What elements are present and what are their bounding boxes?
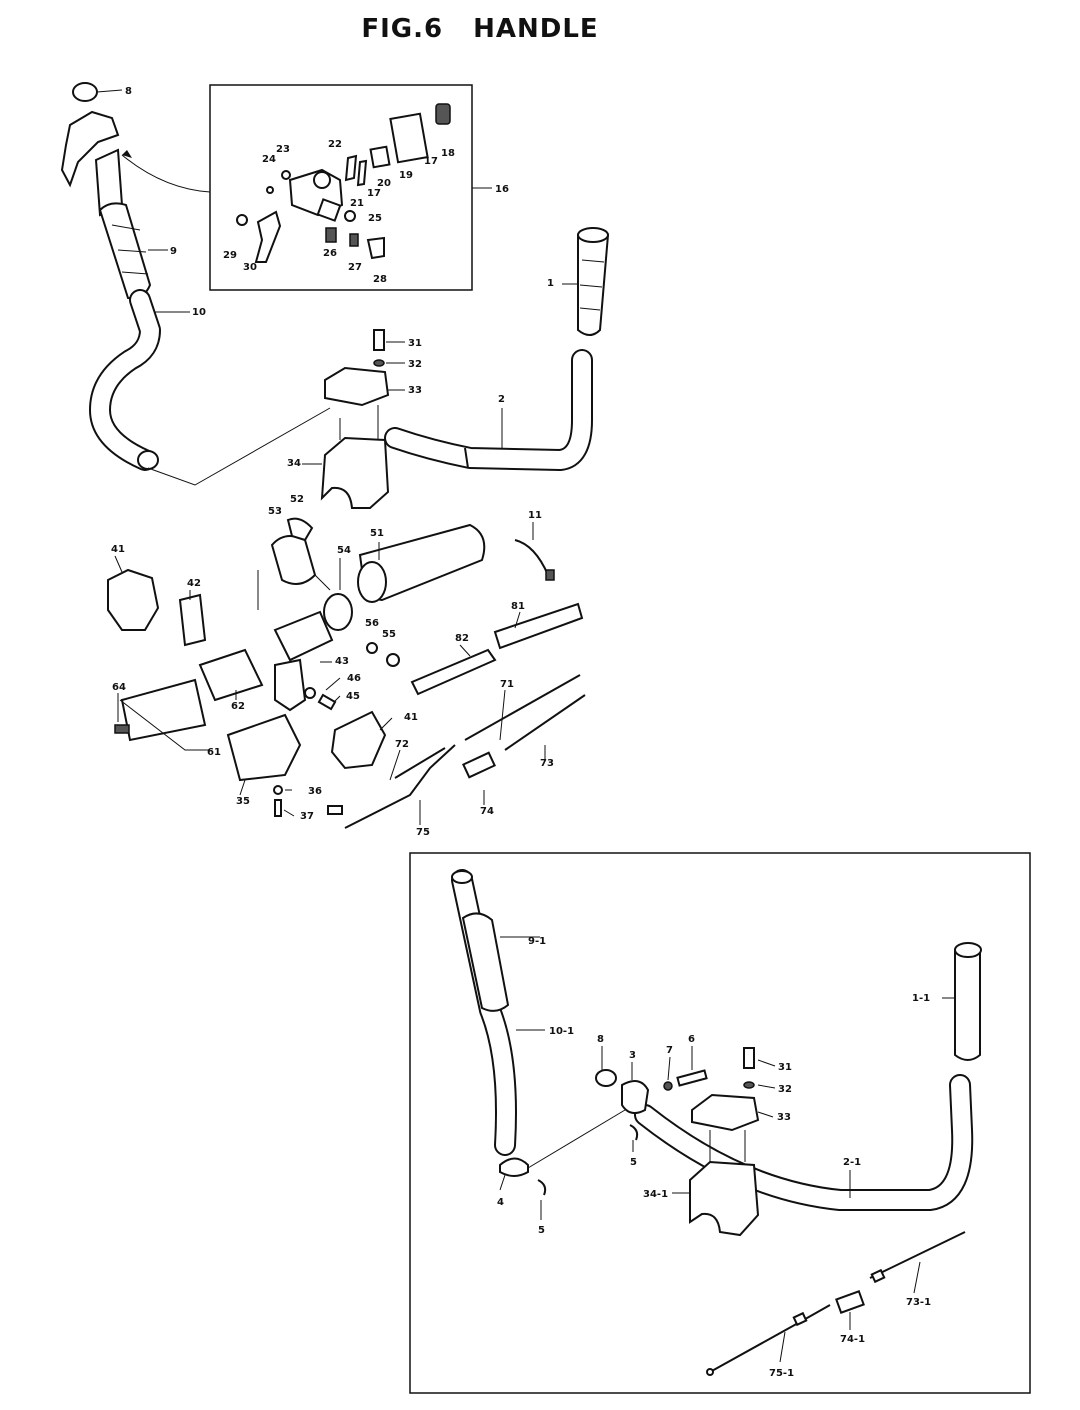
label-30: 30 bbox=[243, 262, 257, 273]
label-35: 35 bbox=[236, 796, 250, 807]
label-34: 34 bbox=[287, 458, 301, 469]
label-1-1: 1-1 bbox=[912, 993, 930, 1004]
alt-clamps bbox=[689, 1047, 760, 1237]
label-72: 72 bbox=[395, 739, 409, 750]
alt-left-tube bbox=[451, 869, 517, 1156]
label-alt-8: 8 bbox=[597, 1034, 604, 1045]
label-32: 32 bbox=[408, 359, 422, 370]
alt-fittings bbox=[499, 1069, 708, 1196]
label-74-1: 74-1 bbox=[840, 1334, 865, 1345]
label-75: 75 bbox=[416, 827, 430, 838]
label-alt-32: 32 bbox=[778, 1084, 792, 1095]
label-43: 43 bbox=[335, 656, 349, 667]
shaft-parts bbox=[107, 517, 584, 696]
label-36: 36 bbox=[308, 786, 322, 797]
label-10-1: 10-1 bbox=[549, 1026, 574, 1037]
label-34-1: 34-1 bbox=[643, 1189, 668, 1200]
label-20: 20 bbox=[377, 178, 391, 189]
label-51: 51 bbox=[370, 528, 384, 539]
label-alt-5a: 5 bbox=[630, 1157, 637, 1168]
label-62: 62 bbox=[231, 701, 245, 712]
label-75-1: 75-1 bbox=[769, 1368, 794, 1379]
spring-plates-inset bbox=[344, 103, 451, 187]
label-2: 2 bbox=[498, 394, 505, 405]
label-41b: 41 bbox=[404, 712, 418, 723]
alt-assembly-frame bbox=[409, 852, 1031, 1394]
cables-top bbox=[327, 674, 586, 829]
label-37: 37 bbox=[300, 811, 314, 822]
label-alt-5b: 5 bbox=[538, 1225, 545, 1236]
left-handle-tube bbox=[89, 289, 161, 471]
label-54: 54 bbox=[337, 545, 351, 556]
label-74: 74 bbox=[480, 806, 494, 817]
label-26: 26 bbox=[323, 248, 337, 259]
label-1: 1 bbox=[547, 278, 554, 289]
label-alt-4: 4 bbox=[497, 1197, 504, 1208]
label-19: 19 bbox=[399, 170, 413, 181]
label-alt-33: 33 bbox=[777, 1112, 791, 1123]
alt-cables bbox=[706, 1231, 966, 1376]
inset-pointer-arrow bbox=[121, 154, 211, 193]
label-45: 45 bbox=[346, 691, 360, 702]
label-2-1: 2-1 bbox=[843, 1157, 861, 1168]
label-17a: 17 bbox=[367, 188, 381, 199]
clamp-lower bbox=[320, 436, 390, 509]
label-10: 10 bbox=[192, 307, 206, 318]
label-55: 55 bbox=[382, 629, 396, 640]
main-handle-tube bbox=[384, 349, 593, 471]
label-16: 16 bbox=[495, 184, 509, 195]
leader-lines bbox=[96, 89, 955, 1363]
label-11: 11 bbox=[528, 510, 542, 521]
label-56: 56 bbox=[365, 618, 379, 629]
left-grip bbox=[98, 202, 152, 300]
label-21: 21 bbox=[350, 198, 364, 209]
label-73-1: 73-1 bbox=[906, 1297, 931, 1308]
label-8: 8 bbox=[125, 86, 132, 97]
label-alt-3: 3 bbox=[629, 1050, 636, 1061]
label-52: 52 bbox=[290, 494, 304, 505]
label-18: 18 bbox=[441, 148, 455, 159]
label-27: 27 bbox=[348, 262, 362, 273]
label-46: 46 bbox=[347, 673, 361, 684]
label-29: 29 bbox=[223, 250, 237, 261]
label-61: 61 bbox=[207, 747, 221, 758]
label-64: 64 bbox=[112, 682, 126, 693]
clamp-upper bbox=[324, 329, 390, 407]
label-9-1: 9-1 bbox=[528, 936, 546, 947]
alt-main-tube bbox=[634, 942, 982, 1211]
label-71: 71 bbox=[500, 679, 514, 690]
right-grip bbox=[577, 227, 610, 336]
label-24: 24 bbox=[262, 154, 276, 165]
label-33: 33 bbox=[408, 385, 422, 396]
label-23: 23 bbox=[276, 144, 290, 155]
assembly-lines-mid bbox=[119, 570, 331, 751]
label-82: 82 bbox=[455, 633, 469, 644]
label-53: 53 bbox=[268, 506, 282, 517]
label-41a: 41 bbox=[111, 544, 125, 555]
label-28: 28 bbox=[373, 274, 387, 285]
label-alt-6: 6 bbox=[688, 1034, 695, 1045]
label-17b: 17 bbox=[424, 156, 438, 167]
label-31: 31 bbox=[408, 338, 422, 349]
label-42: 42 bbox=[187, 578, 201, 589]
label-22: 22 bbox=[328, 139, 342, 150]
figure-title: FIG.6 HANDLE bbox=[361, 14, 599, 44]
left-throttle-assembly bbox=[60, 82, 124, 217]
label-73: 73 bbox=[540, 758, 554, 769]
label-alt-31: 31 bbox=[778, 1062, 792, 1073]
label-25: 25 bbox=[368, 213, 382, 224]
throttle-housing-inset bbox=[288, 168, 344, 222]
label-81: 81 bbox=[511, 601, 525, 612]
lower-parts bbox=[114, 648, 387, 817]
label-9: 9 bbox=[170, 246, 177, 257]
label-alt-7: 7 bbox=[666, 1045, 673, 1056]
lever-inset bbox=[236, 170, 385, 263]
assembly-lines-top bbox=[147, 405, 379, 486]
part-number-labels: 8 23 22 24 21 17 20 19 17 18 16 25 26 27… bbox=[111, 86, 931, 1379]
